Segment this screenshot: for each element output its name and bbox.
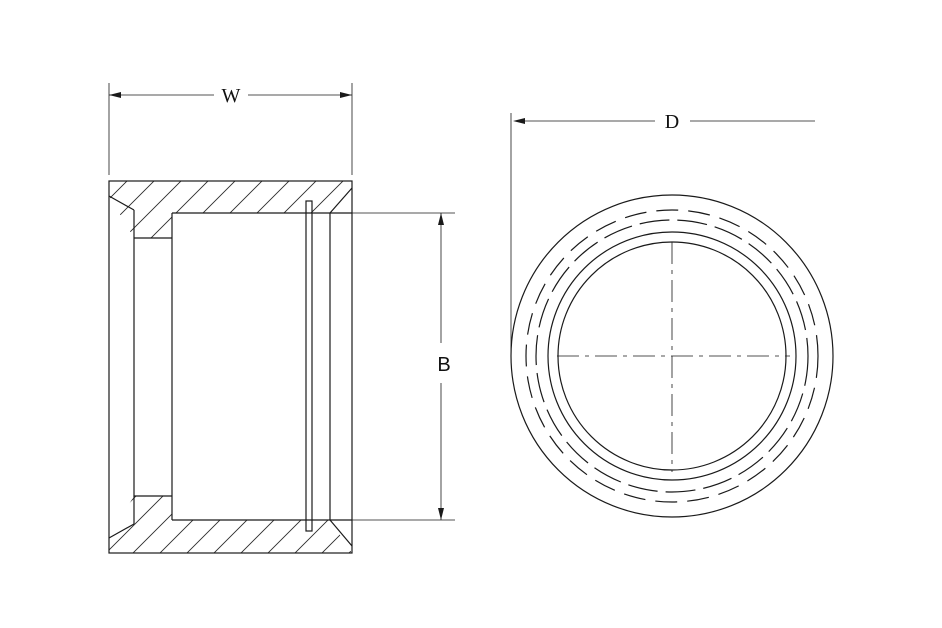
hatch-line: [109, 181, 264, 553]
hatch-line: [112, 181, 352, 553]
hatch-line: [896, 180, 942, 600]
bore-label: B: [437, 354, 450, 376]
hatch-line: [109, 181, 156, 553]
hatch-line: [109, 181, 210, 553]
retaining-ring: [305, 200, 313, 532]
hatch-line: [109, 181, 352, 553]
bore-arrow-bottom: [438, 508, 444, 520]
hatch-line: [599, 180, 942, 600]
hatch-line: [109, 181, 237, 553]
hatch-line: [923, 180, 942, 600]
chamfer-hidden-circle: [525, 209, 819, 503]
bore-edge-circle: [547, 231, 797, 481]
width-arrow-right: [340, 92, 352, 98]
hatch-line: [0, 180, 74, 600]
hatch-line: [761, 180, 942, 600]
diameter-arrow-left: [513, 118, 525, 124]
hatch-line: [0, 180, 20, 600]
hatch-line: [788, 180, 942, 600]
hatch-line: [109, 181, 318, 553]
hatch-line: [572, 180, 942, 600]
hatch-line: [109, 181, 352, 553]
hatch-line: [109, 181, 352, 553]
hatch-line: [707, 180, 942, 600]
hatch-line: [109, 181, 352, 553]
hatch-line: [437, 180, 857, 600]
hatch-line: [626, 180, 942, 600]
hatch-line: [842, 180, 942, 600]
hatch-line: [109, 181, 291, 553]
hatch-line: [139, 181, 352, 553]
section-view: W: [0, 83, 942, 600]
ring-hidden-circle: [535, 219, 809, 493]
diameter-label: D: [665, 111, 679, 133]
width-label: W: [222, 85, 241, 107]
hatch-line: [518, 180, 938, 600]
hatch-line: [356, 180, 776, 600]
hatch-line: [220, 181, 352, 553]
hatch-line: [491, 180, 911, 600]
outer-circle: [510, 194, 834, 518]
hatch-line: [109, 181, 352, 553]
outer-outline: [108, 180, 353, 554]
width-arrow-left: [109, 92, 121, 98]
diameter-dimension: D: [510, 111, 815, 355]
width-dimension: W: [108, 83, 353, 175]
bore-dimension: B: [352, 212, 455, 521]
right-chamfer-bottom: [329, 519, 353, 547]
wall-hatching: [0, 180, 942, 600]
hatch-line: [383, 180, 803, 600]
end-view: D: [510, 111, 834, 518]
section-outline: [108, 180, 353, 554]
hatch-line: [815, 180, 942, 600]
hatch-line: [545, 180, 942, 600]
hatch-line: [0, 180, 47, 600]
hatch-line: [109, 181, 183, 553]
hatch-line: [247, 181, 352, 553]
hatch-line: [274, 181, 352, 553]
hatch-line: [680, 180, 942, 600]
hatch-line: [653, 180, 942, 600]
hatch-line: [0, 180, 101, 600]
hatch-line: [193, 181, 352, 553]
hatch-line: [166, 181, 352, 553]
hatch-line: [464, 180, 884, 600]
bore-arrow-top: [438, 213, 444, 225]
hatch-line: [869, 180, 942, 600]
left-chamfer-top: [108, 195, 135, 211]
right-chamfer-top: [329, 187, 353, 214]
left-chamfer-bottom: [108, 523, 135, 539]
